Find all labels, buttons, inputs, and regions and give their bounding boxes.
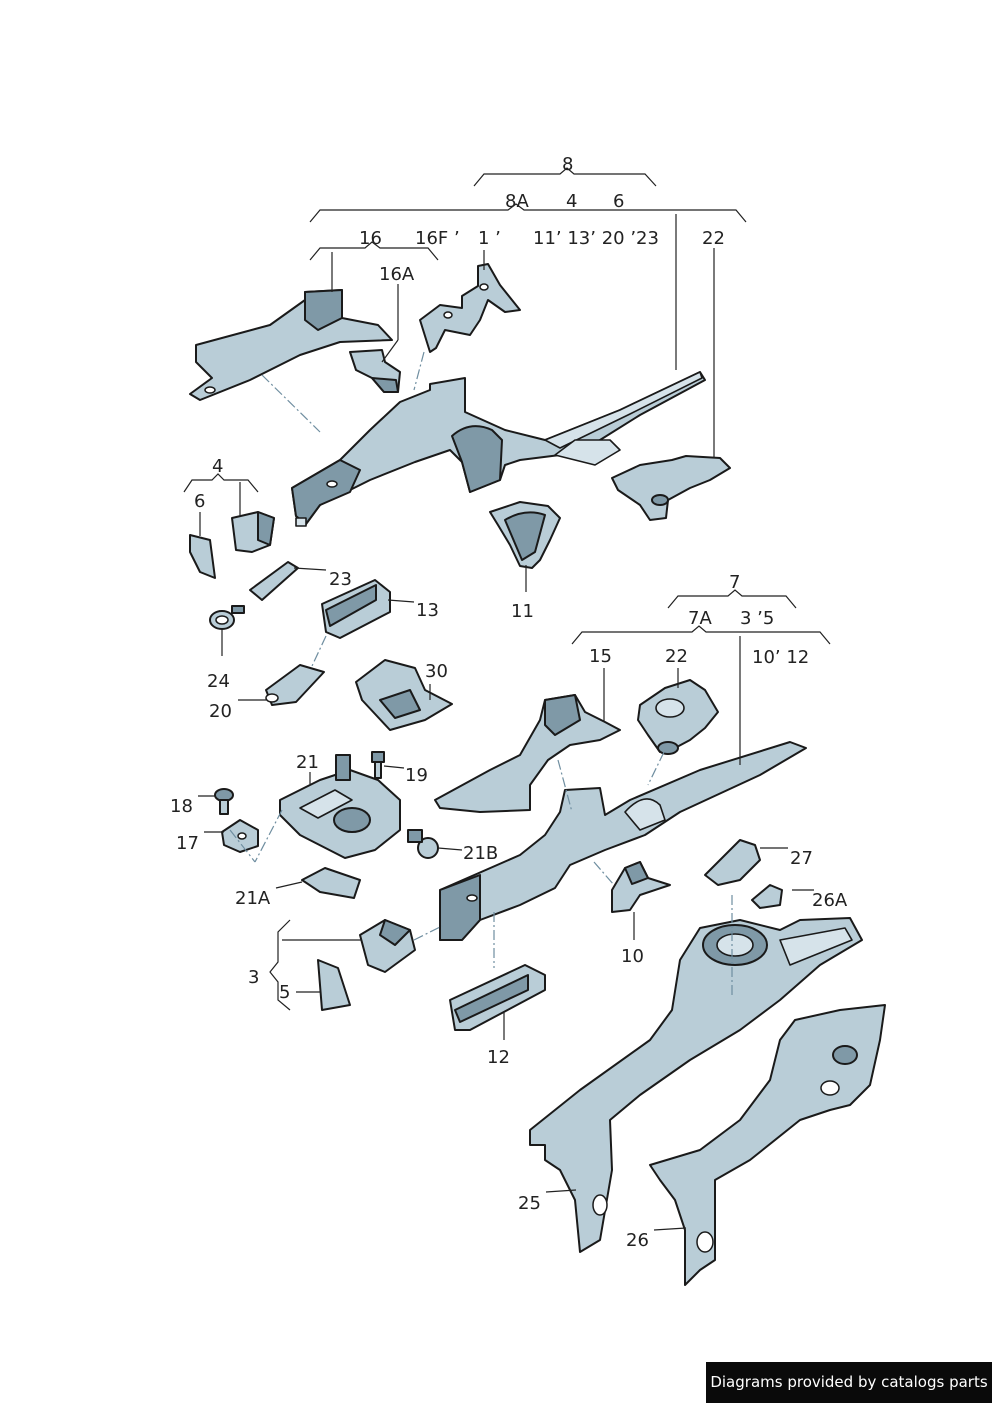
label-8: 8 <box>562 154 573 175</box>
label-16f: 16F ’ <box>415 228 460 249</box>
label-26a: 26A <box>812 890 848 911</box>
part-1-bracket <box>419 263 521 353</box>
part-26a-plate <box>751 884 783 909</box>
part-6-plate <box>189 534 216 579</box>
part-4-bracket <box>231 511 275 553</box>
part-19-bolt <box>371 751 385 779</box>
part-7-main-rail <box>439 741 807 941</box>
part-21-plate <box>279 754 401 859</box>
part-16a-bracket <box>349 349 401 393</box>
part-11 <box>489 501 561 569</box>
part-15-bracket <box>434 694 621 813</box>
label-26: 26 <box>626 1230 649 1251</box>
label-27: 27 <box>790 848 813 869</box>
label-21: 21 <box>296 752 319 773</box>
label-10: 10 <box>621 946 644 967</box>
label-8a-6: 6 <box>613 191 624 212</box>
label-7: 7 <box>729 572 740 593</box>
label-8a-4: 4 <box>566 191 577 212</box>
leader-lines <box>198 214 814 1231</box>
part-23-clip <box>249 561 299 601</box>
brace-group-4 <box>183 473 259 493</box>
part-18-bolt <box>214 788 234 815</box>
brace-group-8 <box>309 167 747 261</box>
label-1: 1 ’ <box>478 228 501 249</box>
label-16a: 16A <box>379 264 415 285</box>
label-22-mid: 22 <box>665 646 688 667</box>
label-25: 25 <box>518 1193 541 1214</box>
label-18: 18 <box>170 796 193 817</box>
label-30: 30 <box>425 661 448 682</box>
part-22-lower-mount <box>637 679 719 755</box>
label-6: 6 <box>194 491 205 512</box>
brace-group-7 <box>571 589 831 645</box>
label-23: 23 <box>329 569 352 590</box>
label-15: 15 <box>589 646 612 667</box>
part-20-clip <box>265 664 325 706</box>
label-21b: 21B <box>463 843 498 864</box>
label-22-top: 22 <box>702 228 725 249</box>
part-25-side-member <box>529 917 863 1253</box>
part-27-bracket <box>704 839 761 886</box>
part-21b-plug <box>407 829 439 859</box>
part-30-bracket <box>355 659 453 731</box>
part-3-bracket <box>359 919 416 973</box>
part-22-upper-mount <box>611 455 731 521</box>
label-21a: 21A <box>235 888 271 909</box>
part-17-nut <box>221 819 259 853</box>
label-16: 16 <box>359 228 382 249</box>
label-13: 13 <box>416 600 439 621</box>
label-12: 12 <box>487 1047 510 1068</box>
part-26-side-panel <box>649 1004 886 1286</box>
label-24: 24 <box>207 671 230 692</box>
label-20: 20 <box>209 701 232 722</box>
part-16-front-rail <box>189 289 393 401</box>
label-5: 5 <box>279 982 290 1003</box>
part-21a-pad <box>301 867 361 899</box>
part-24-eye <box>209 605 245 630</box>
label-10-12: 10’ 12 <box>752 647 809 668</box>
part-5-plate <box>317 959 351 1011</box>
label-3-5: 3 ’5 <box>740 608 774 629</box>
label-11: 11 <box>511 601 534 622</box>
part-8-main-rail <box>291 371 706 527</box>
part-13-channel <box>321 579 391 639</box>
label-7a: 7A <box>688 608 712 629</box>
attribution-banner: Diagrams provided by catalogs parts <box>706 1362 992 1403</box>
alignment-lines <box>229 351 733 995</box>
label-8a: 8A <box>505 191 529 212</box>
brace-group-3 <box>269 919 291 1011</box>
label-17: 17 <box>176 833 199 854</box>
part-10-bracket <box>611 861 671 913</box>
label-4: 4 <box>212 456 223 477</box>
label-11-13-20-23: 11’ 13’ 20 ’23 <box>533 228 659 249</box>
part-12-channel <box>449 964 546 1031</box>
label-19: 19 <box>405 765 428 786</box>
part-labels: 8 8A 4 6 16 16F ’ 1 ’ 11’ 13’ 20 ’23 22 … <box>170 154 848 1251</box>
label-3: 3 <box>248 967 259 988</box>
